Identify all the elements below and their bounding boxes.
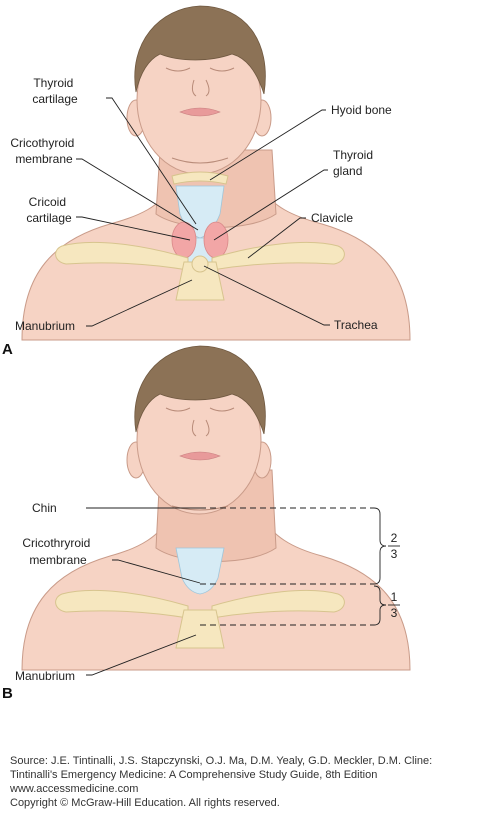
label-manubrium-b: Manubrium [15, 669, 75, 683]
label-chin: Chin [32, 501, 57, 515]
label-clavicle: Clavicle [311, 211, 353, 225]
label-thyroid-cartilage: Thyroid cartilage [32, 76, 78, 106]
brace-upper [373, 507, 387, 585]
label-cricothryroid-membrane: Cricothryroid membrane [22, 536, 93, 567]
panel-a-illustration [21, 5, 411, 341]
svg-text:3: 3 [391, 606, 398, 620]
panel-a-letter: A [2, 341, 13, 358]
panel-b-letter: B [2, 685, 13, 702]
source-line: Tintinalli's Emergency Medicine: A Compr… [10, 769, 378, 781]
panel-a-thyroid-gland [171, 221, 197, 259]
panel-b-leaders [86, 507, 387, 676]
fraction-upper: 2 3 [388, 531, 400, 561]
panel-b-hair [134, 345, 266, 435]
panel-a-mouth [179, 107, 221, 117]
panel-a-sternal-notch [191, 255, 209, 273]
copyright-line: Copyright © McGraw-Hill Education. All r… [10, 797, 280, 809]
neck-anatomy-figure: Thyroid cartilage Hyoid bone Cricothyroi… [2, 5, 411, 702]
svg-text:2: 2 [391, 531, 398, 545]
panel-b-nose [191, 419, 210, 437]
svg-text:1: 1 [391, 590, 398, 604]
source-credit: Source: J.E. Tintinalli, J.S. Stapczynsk… [10, 754, 480, 810]
panel-b-manubrium [175, 609, 225, 649]
panel-a-right-eye [209, 67, 235, 72]
panel-a-left-eye [165, 67, 191, 72]
panel-b-mouth [179, 451, 221, 461]
label-manubrium-a: Manubrium [15, 319, 75, 333]
panel-b-left-eye [165, 407, 191, 412]
label-trachea: Trachea [334, 318, 378, 332]
panel-b-chin [171, 505, 229, 511]
panel-b-right-clavicle [211, 589, 345, 619]
brace-lower [373, 585, 387, 626]
panel-a-hyoid [171, 171, 229, 185]
panel-b-left-clavicle [55, 589, 189, 619]
svg-text:3: 3 [391, 547, 398, 561]
panel-a-hair [134, 5, 266, 95]
panel-a-chin [171, 157, 229, 164]
panel-b-larynx [175, 547, 225, 595]
panel-a-thyroid-gland-right [203, 221, 229, 259]
panel-a-right-clavicle [211, 241, 345, 271]
panel-a-left-clavicle [55, 241, 189, 271]
source-url: www.accessmedicine.com [10, 783, 139, 795]
source-line: Source: J.E. Tintinalli, J.S. Stapczynsk… [10, 755, 433, 767]
panel-a-nose [191, 79, 210, 97]
label-cricothyroid-membrane: Cricothyroid membrane [10, 136, 77, 166]
panel-b-right-eye [209, 407, 235, 412]
panel-a-leaders [76, 97, 330, 327]
label-cricoid-cartilage: Cricoid cartilage [26, 195, 72, 225]
fraction-lower: 1 3 [388, 590, 400, 620]
label-thyroid-gland: Thyroid gland [333, 148, 376, 178]
label-hyoid-bone: Hyoid bone [331, 103, 392, 117]
